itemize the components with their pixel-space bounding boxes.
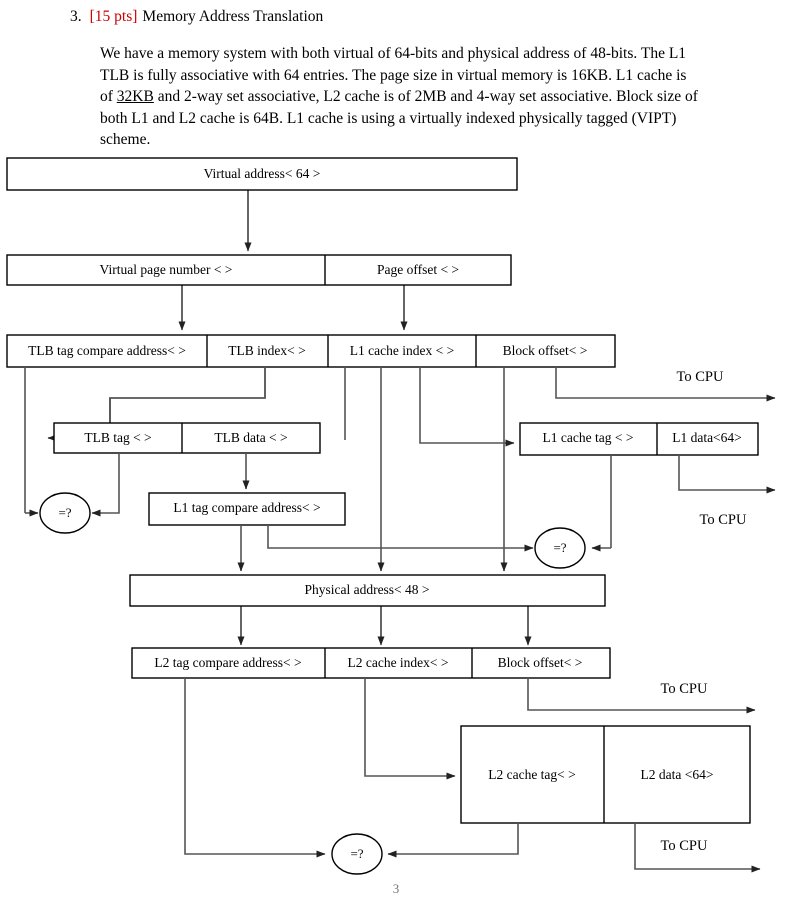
question-points-badge: [15 pts] <box>89 8 138 25</box>
label-to-cpu-4: To CPU <box>661 838 708 854</box>
label-block-offset-1: Block offset< > <box>503 343 588 358</box>
body-line-5: tagged (VIPT) scheme. <box>100 109 677 149</box>
label-l1-cache-index: L1 cache index < > <box>350 343 454 358</box>
label-to-cpu-2: To CPU <box>700 512 747 528</box>
connector-l1tagcmp-to-eq2 <box>267 525 534 552</box>
compare-node-tlb <box>39 492 91 534</box>
label-virtual-address: Virtual address< 64 > <box>204 166 321 181</box>
box-l1-tag-compare-address <box>148 492 346 526</box>
connector-blockoffset2-to-cpu3 <box>527 678 756 714</box>
label-equal-1: =? <box>58 505 71 520</box>
label-page-offset: Page offset < > <box>377 262 459 277</box>
memory-translation-diagram: Virtual address< 64 > Virtual page numbe… <box>0 150 792 901</box>
label-equal-3: =? <box>350 846 363 861</box>
label-l2-tag-compare-address: L2 tag compare address< > <box>154 655 301 670</box>
label-physical-address: Physical address< 48 > <box>304 582 429 597</box>
connector-blockoffset-to-cpu1 <box>555 367 776 402</box>
label-block-offset-2: Block offset< > <box>498 655 583 670</box>
page-number: 3 <box>392 881 400 896</box>
label-l2-cache-index: L2 cache index< > <box>347 655 448 670</box>
body-line-3-underlined: 32KB <box>116 88 154 105</box>
question-heading: 3. [15 pts]Memory Address Translation <box>70 7 750 27</box>
connector-l2tagcmp-to-eq3 <box>184 678 326 858</box>
box-tlb-field-row <box>6 334 616 368</box>
box-tlb-tag-data <box>53 422 321 454</box>
body-line-2: L1 TLB is fully associative with 64 entr… <box>100 45 687 84</box>
label-l1-data: L1 data<64> <box>672 430 742 445</box>
label-to-cpu-1: To CPU <box>677 369 724 385</box>
body-line-3c: and 2-way set associative, L2 cache is o… <box>153 88 613 105</box>
connector-l2index-to-l2cachetag <box>364 678 456 780</box>
body-line-1: We have a memory system with both virtua… <box>100 45 665 62</box>
box-l2-cache-tag-data <box>460 725 751 824</box>
connector-l2data-to-cpu4 <box>634 823 761 873</box>
label-tlb-index: TLB index< > <box>228 343 305 358</box>
question-body: We have a memory system with both virtua… <box>100 43 700 151</box>
connector-l2cachetag-to-eq3 <box>387 823 519 858</box>
question-title: Memory Address Translation <box>142 8 324 25</box>
label-l2-data: L2 data <64> <box>641 767 714 782</box>
body-line-3a: cache is of <box>100 66 687 106</box>
connector-l1data-to-cpu2 <box>678 455 776 494</box>
label-to-cpu-3: To CPU <box>661 681 708 697</box>
label-l1-tag-compare-address: L1 tag compare address< > <box>173 500 320 515</box>
question-number: 3. <box>70 8 82 25</box>
box-physical-address <box>129 574 606 607</box>
box-l1-cache-tag-data <box>519 422 759 456</box>
label-tlb-tag-compare-address: TLB tag compare address< > <box>28 343 186 358</box>
label-equal-2: =? <box>553 540 566 555</box>
label-l2-cache-tag: L2 cache tag< > <box>488 767 576 782</box>
compare-node-l2 <box>331 833 383 875</box>
connector-tlbtag-to-eq1 <box>91 453 120 517</box>
compare-node-l1 <box>534 527 586 569</box>
box-virtual-address <box>6 157 518 191</box>
label-l1-cache-tag: L1 cache tag < > <box>543 430 634 445</box>
connector-l1cacheindex-to-l1tagbox <box>419 367 515 447</box>
label-tlb-data: TLB data < > <box>214 430 287 445</box>
box-l2-field-row <box>131 647 611 679</box>
label-tlb-tag: TLB tag < > <box>84 430 151 445</box>
label-virtual-page-number: Virtual page number < > <box>100 262 233 277</box>
body-line-4: Block size of both L1 and L2 cache is 64… <box>100 88 698 127</box>
box-vpn-row <box>6 254 512 286</box>
